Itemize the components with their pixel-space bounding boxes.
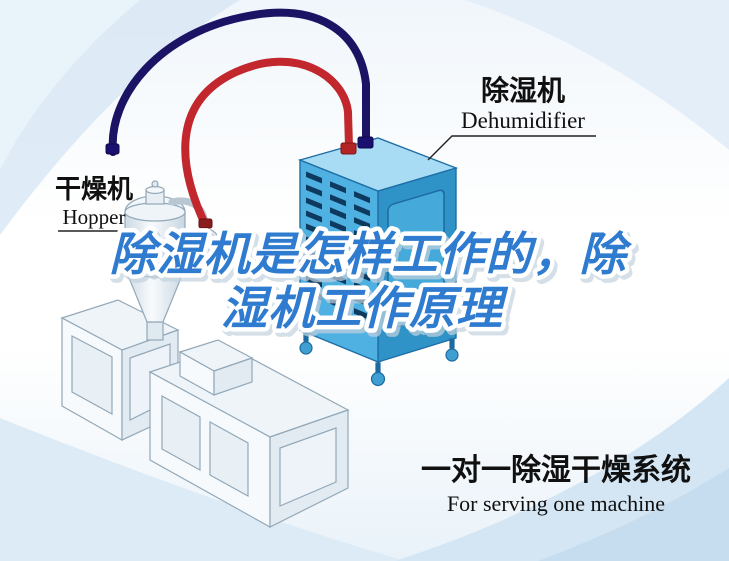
injection-block-side	[213, 357, 253, 396]
return-air-pipe	[108, 8, 370, 156]
caster-wheel	[370, 371, 386, 387]
background-swoosh-top-left-inner	[0, 0, 140, 170]
caster-wheel	[299, 341, 313, 355]
hopper-knob	[151, 180, 159, 188]
page-title: 除湿机是怎样工作的，除 湿机工作原理 除湿机是怎样工作的，除 湿机工作原理	[105, 224, 639, 343]
pipe-flange-navy-right	[357, 136, 374, 149]
pipe-flange-red-left	[198, 218, 213, 229]
dehumidifier-label-zh: 除湿机	[481, 74, 565, 106]
cabinet-door	[387, 189, 445, 330]
machine-body-panel-1	[161, 394, 201, 472]
machine-box-front-panel	[71, 335, 113, 416]
hopper-label-zh: 干燥机	[55, 174, 133, 204]
page-title-line1-shadow: 除湿机是怎样工作的，除	[113, 232, 636, 284]
background-swoosh-bottom-right-corner	[538, 468, 729, 561]
machine-body-panel-3	[279, 427, 337, 507]
hopper-label-en: Hopper	[63, 205, 126, 229]
pipe-flange-red-right	[340, 142, 357, 155]
pipe-flange-navy-left	[105, 143, 120, 155]
caption-zh: 一对一除湿干燥系统	[421, 453, 691, 487]
door-handle	[392, 259, 397, 276]
caption: 一对一除湿干燥系统 For serving one machine	[421, 453, 691, 516]
dehumidifier-label: 除湿机 Dehumidifier	[427, 74, 596, 161]
page-title-line2: 湿机工作原理	[221, 282, 509, 334]
hopper-leader-line	[58, 230, 151, 253]
hot-air-pipe	[181, 57, 353, 230]
hopper-label: 干燥机 Hopper	[55, 174, 151, 253]
background-swoosh-top-right	[465, 0, 729, 150]
air-pipes	[105, 8, 374, 230]
dehumidifier-leader-line	[427, 135, 596, 161]
page-title-line1: 除湿机是怎样工作的，除	[110, 228, 633, 280]
machine-body-panel-2	[209, 420, 249, 498]
caption-en: For serving one machine	[447, 491, 665, 516]
hopper-outlet	[146, 321, 164, 341]
hopper-body	[124, 211, 186, 278]
caster-wheel	[445, 348, 459, 362]
caster-wheels	[299, 331, 459, 387]
background-swoosh-bottom-left	[0, 418, 405, 561]
dehumidifier-label-en: Dehumidifier	[461, 108, 585, 133]
hopper-lid	[124, 202, 186, 222]
molding-machine-illustration	[60, 299, 350, 529]
dehumidifier-cabinet-illustration	[297, 137, 459, 387]
page-title-line2-shadow: 湿机工作原理	[224, 286, 512, 338]
blower-pump-hub	[199, 235, 213, 249]
